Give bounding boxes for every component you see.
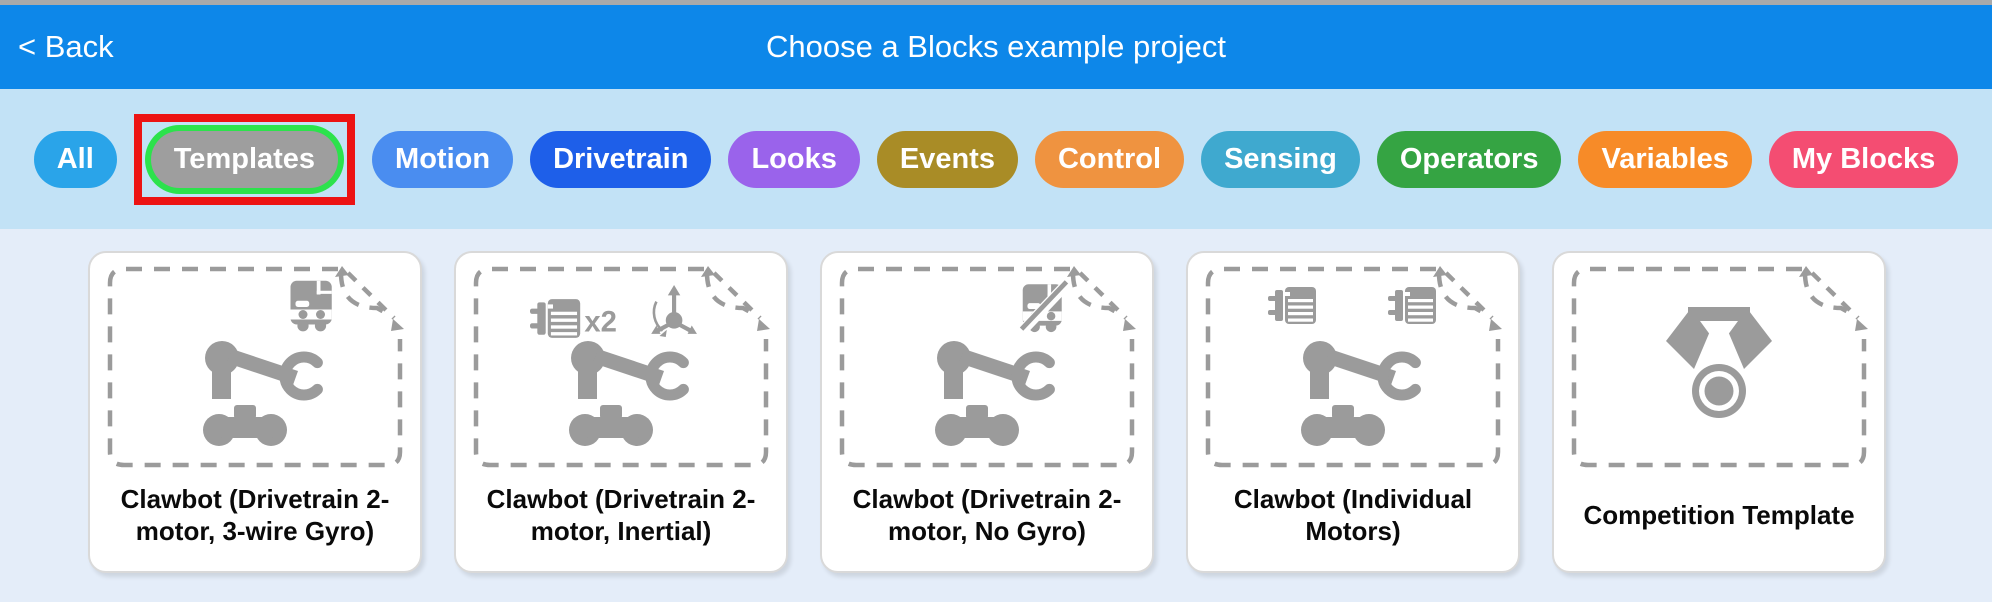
project-thumbnail xyxy=(470,265,772,471)
filter-pill-events[interactable]: Events xyxy=(876,130,1018,188)
clawbot-robot-icon xyxy=(569,341,683,446)
project-card-label: Competition Template xyxy=(1583,500,1855,530)
gyro-3wire-icon xyxy=(290,280,332,332)
project-thumbnail xyxy=(104,265,406,471)
filter-pill-variables[interactable]: Variables xyxy=(1578,130,1752,188)
project-thumbnail xyxy=(1568,265,1870,471)
filter-pill-sensing[interactable]: Sensing xyxy=(1201,130,1360,188)
inertial-sensor-icon xyxy=(651,285,697,337)
clawbot-robot-icon xyxy=(203,341,317,446)
filter-pill-drivetrain[interactable]: Drivetrain xyxy=(530,130,712,188)
project-card-label: Clawbot (Individual Motors) xyxy=(1233,484,1473,546)
clawbot-robot-icon xyxy=(1301,341,1415,446)
project-card-clawbot-drivetrain-2-motor-no-gyro[interactable]: Clawbot (Drivetrain 2-motor, No Gyro) xyxy=(820,251,1154,573)
clawbot-robot-icon xyxy=(935,341,1049,446)
filter-pill-operators[interactable]: Operators xyxy=(1376,130,1562,188)
project-card-competition-template[interactable]: Competition Template xyxy=(1552,251,1886,573)
gyro-crossed-icon xyxy=(1022,282,1067,332)
annotation-highlight-box: Templates xyxy=(133,113,356,205)
window-edge-strip xyxy=(0,0,1992,5)
project-card-clawbot-drivetrain-2-motor-inertial[interactable]: Clawbot (Drivetrain 2-motor, Inertial) xyxy=(454,251,788,573)
filter-pill-templates[interactable]: Templates xyxy=(150,130,339,188)
filter-pill-my-blocks[interactable]: My Blocks xyxy=(1768,130,1959,188)
project-card-label: Clawbot (Drivetrain 2-motor, Inertial) xyxy=(486,484,756,546)
project-thumbnail xyxy=(836,265,1138,471)
medal-icon xyxy=(1666,307,1772,418)
project-card-clawbot-drivetrain-2-motor-3-wire-gyro[interactable]: Clawbot (Drivetrain 2-motor, 3-wire Gyro… xyxy=(88,251,422,573)
motor-icon xyxy=(1268,287,1316,324)
filter-pill-looks[interactable]: Looks xyxy=(728,130,860,188)
back-button[interactable]: < Back xyxy=(18,29,114,64)
project-card-clawbot-individual-motors[interactable]: Clawbot (Individual Motors) xyxy=(1186,251,1520,573)
filter-pill-motion[interactable]: Motion xyxy=(372,130,514,188)
filter-pill-all[interactable]: All xyxy=(33,130,117,188)
card-row: Clawbot (Drivetrain 2-motor, 3-wire Gyro… xyxy=(0,229,1992,602)
page-title: Choose a Blocks example project xyxy=(765,29,1227,64)
project-thumbnail xyxy=(1202,265,1504,471)
filter-pill-control[interactable]: Control xyxy=(1034,130,1185,188)
project-card-label: Clawbot (Drivetrain 2-motor, 3-wire Gyro… xyxy=(120,484,390,546)
app-header: < Back Choose a Blocks example project xyxy=(0,5,1992,89)
project-card-label: Clawbot (Drivetrain 2-motor, No Gyro) xyxy=(852,484,1122,546)
filter-bar: All Templates Motion Drivetrain Looks Events C… xyxy=(0,89,1992,229)
motor-x2-icon xyxy=(530,299,617,338)
motor-icon xyxy=(1388,287,1436,324)
